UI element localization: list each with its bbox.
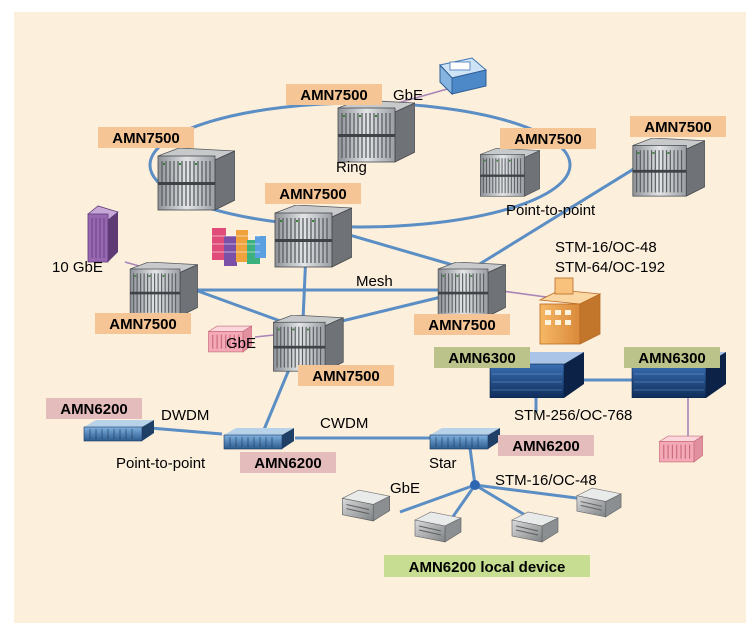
link-label-point-to-point-bottom: Point-to-point [116, 455, 206, 472]
link-label-stm16-oc48-top: STM-16/OC-48 [555, 239, 657, 256]
node-label-amn6200-far-left: AMN6200 [60, 401, 128, 418]
rack-chassis-icon [129, 262, 199, 317]
node-label-local-device: AMN6200 local device [409, 559, 566, 576]
label-bg [240, 452, 336, 473]
topology-label-star: Star [429, 455, 457, 472]
link-label-point-to-point-top: Point-to-point [506, 202, 596, 219]
rack-chassis-icon [437, 262, 507, 317]
link-label-stm256-oc768: STM-256/OC-768 [514, 407, 632, 424]
star-spoke-4 [474, 483, 593, 502]
star-spoke-1 [399, 483, 476, 514]
server-icon [87, 205, 119, 263]
label-bg [624, 347, 720, 368]
label-bg [500, 128, 596, 149]
topology-label-mesh: Mesh [356, 273, 393, 290]
node-label-amn6300-left: AMN6300 [448, 350, 516, 367]
link-pink-server [254, 334, 275, 338]
node-label-amn6200-mid: AMN6200 [254, 455, 322, 472]
link-star-stem [468, 447, 477, 486]
rack-chassis-icon [632, 138, 705, 197]
node-label-amn6300-right: AMN6300 [638, 350, 706, 367]
link-label-stm16-oc48-bottom: STM-16/OC-48 [495, 472, 597, 489]
link-label-cwdm: CWDM [320, 415, 368, 432]
rack-chassis-icon [337, 100, 415, 163]
rack-chassis-icon [157, 148, 235, 211]
star-spoke-3 [474, 483, 531, 520]
label-bg [265, 183, 361, 204]
building-icon [538, 277, 602, 345]
node-label-mesh-top: AMN7500 [279, 186, 347, 203]
node-label-amn6200-star: AMN6200 [512, 438, 580, 455]
rack-chassis-icon [272, 315, 344, 372]
label-bg [95, 313, 191, 334]
rack-chassis-icon [274, 205, 352, 268]
blade-unit-icon [429, 428, 500, 450]
node-label-ptp-top-right: AMN7500 [644, 119, 712, 136]
link-label-stm64-oc192: STM-64/OC-192 [555, 259, 665, 276]
label-bg [46, 398, 142, 419]
blade-unit-icon [223, 428, 295, 450]
link-label-10gbe: 10 GbE [52, 259, 103, 276]
rack-chassis-icon [479, 148, 540, 197]
router-icon [439, 57, 488, 96]
node-label-mesh-bottom: AMN7500 [312, 368, 380, 385]
blade-unit-icon [83, 420, 154, 442]
label-bg [414, 314, 510, 335]
node-label-mesh-right: AMN7500 [428, 317, 496, 334]
node-label-ring-left: AMN7500 [112, 130, 180, 147]
link-label-gbe-top: GbE [393, 87, 423, 104]
label-bg [384, 555, 590, 577]
label-bg [298, 365, 394, 386]
link-label-gbe-mid: GbE [226, 335, 256, 352]
label-bg [98, 127, 194, 148]
node-label-ring-top: AMN7500 [300, 87, 368, 104]
office-buildings-icon [212, 228, 266, 266]
link-dwdm [149, 426, 223, 436]
link-label-dwdm: DWDM [161, 407, 209, 424]
star-hub [470, 480, 480, 490]
label-bg [498, 435, 594, 456]
label-bg [286, 84, 382, 105]
star-spoke-2 [450, 484, 477, 519]
link-label-gbe-bottom: GbE [390, 480, 420, 497]
topology-label-ring: Ring [336, 159, 367, 176]
server-icon [658, 435, 704, 463]
link-point-to-point-top [469, 160, 646, 272]
node-label-ring-right: AMN7500 [514, 131, 582, 148]
label-bg [630, 116, 726, 137]
node-label-mesh-left: AMN7500 [109, 316, 177, 333]
label-bg [434, 347, 530, 368]
